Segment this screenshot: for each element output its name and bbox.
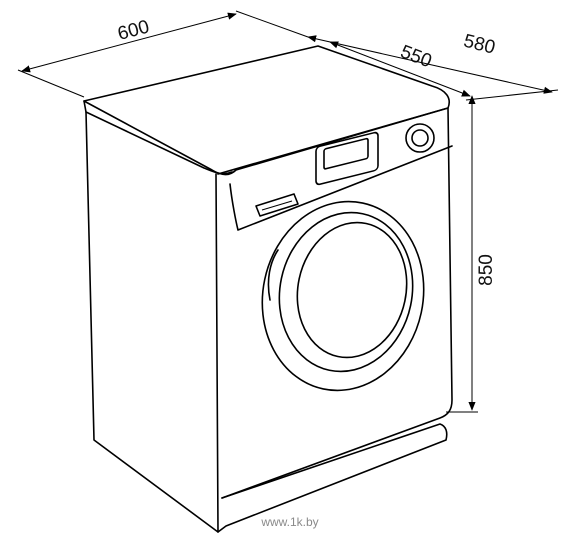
depth-total-dimension: 580 bbox=[307, 31, 559, 101]
door-inner-ring bbox=[278, 211, 414, 373]
watermark-text: www.1k.by bbox=[260, 515, 318, 529]
machine-top bbox=[83, 45, 450, 176]
width-extension-line-left bbox=[17, 69, 85, 98]
depth-extension-line bbox=[465, 89, 559, 101]
detergent-drawer-handle bbox=[261, 200, 293, 211]
door-glass bbox=[296, 221, 408, 359]
height-label: 850 bbox=[476, 254, 497, 286]
width-dimension: 600 bbox=[17, 10, 309, 98]
detergent-drawer[interactable] bbox=[255, 193, 299, 217]
depth-total-label: 580 bbox=[461, 31, 497, 59]
door-hinge bbox=[267, 249, 279, 301]
control-panel-band bbox=[229, 145, 453, 231]
machine-body bbox=[83, 45, 453, 533]
width-dimension-arrow bbox=[21, 12, 237, 73]
display-panel bbox=[315, 131, 379, 186]
display-screen bbox=[323, 137, 369, 170]
width-extension-line-right bbox=[235, 10, 309, 38]
machine-side bbox=[85, 111, 219, 533]
machine-front bbox=[217, 107, 453, 499]
height-dimension: 850 bbox=[446, 95, 497, 413]
program-knob[interactable] bbox=[405, 123, 435, 153]
depth-total-dimension-arrow bbox=[307, 35, 553, 94]
program-knob-center bbox=[411, 129, 429, 147]
width-label: 600 bbox=[116, 16, 152, 44]
top-front-edge bbox=[83, 100, 233, 175]
front-plinth bbox=[217, 423, 448, 533]
depth-body-label: 550 bbox=[397, 41, 434, 72]
door-outer-ring[interactable] bbox=[245, 186, 441, 405]
